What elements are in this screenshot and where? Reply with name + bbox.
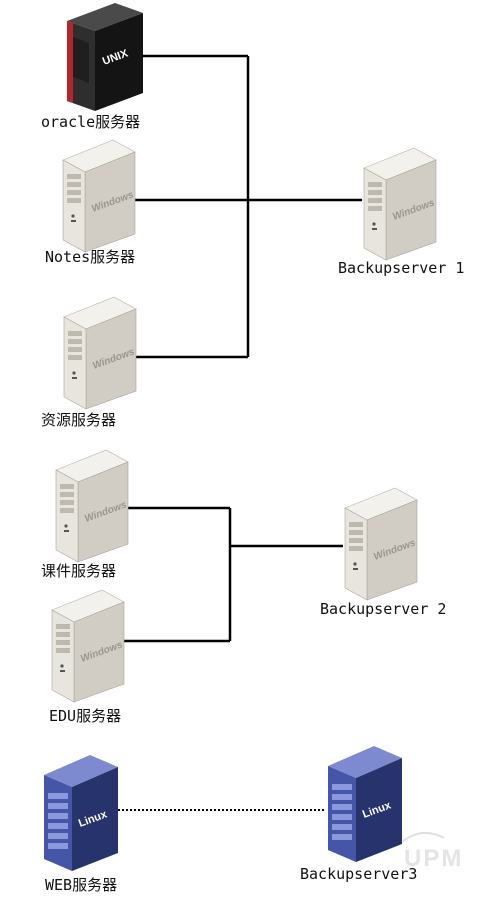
windows-server-icon <box>55 449 130 563</box>
notes-server-label: Notes服务器 <box>45 248 135 266</box>
web-server-label: WEB服务器 <box>45 876 117 894</box>
backup1-label: Backupserver 1 <box>338 259 464 277</box>
backup3-server: Backupserver3 <box>300 746 417 883</box>
linux-server-icon <box>44 755 118 871</box>
backup2-server: Backupserver 2 <box>320 487 446 618</box>
connector-group-1 <box>134 54 362 359</box>
upm-watermark-logo: UPM <box>401 831 463 872</box>
linux-server-icon <box>328 746 402 862</box>
backup2-label: Backupserver 2 <box>320 600 446 618</box>
oracle-server: oracle服务器 <box>41 3 143 131</box>
upm-watermark-text: UPM <box>404 845 463 872</box>
kejian-server-label: 课件服务器 <box>41 562 116 580</box>
backup1-server: Backupserver 1 <box>338 147 464 277</box>
windows-server-icon <box>344 487 419 601</box>
backup3-label: Backupserver3 <box>300 865 417 883</box>
oracle-server-label: oracle服务器 <box>41 113 140 131</box>
unix-server-icon <box>67 3 143 111</box>
edu-server: EDU服务器 <box>49 589 126 725</box>
windows-server-icon <box>62 139 137 253</box>
connector-group-2 <box>123 506 343 643</box>
ziyuan-server: 资源服务器 <box>41 296 138 429</box>
kejian-server: 课件服务器 <box>41 449 130 580</box>
web-server: WEB服务器 <box>44 755 118 894</box>
windows-server-icon <box>63 296 138 410</box>
edu-server-label: EDU服务器 <box>49 707 121 725</box>
windows-server-icon <box>51 589 126 703</box>
windows-server-icon <box>363 147 438 261</box>
notes-server: Notes服务器 <box>45 139 137 266</box>
ziyuan-server-label: 资源服务器 <box>41 411 116 429</box>
